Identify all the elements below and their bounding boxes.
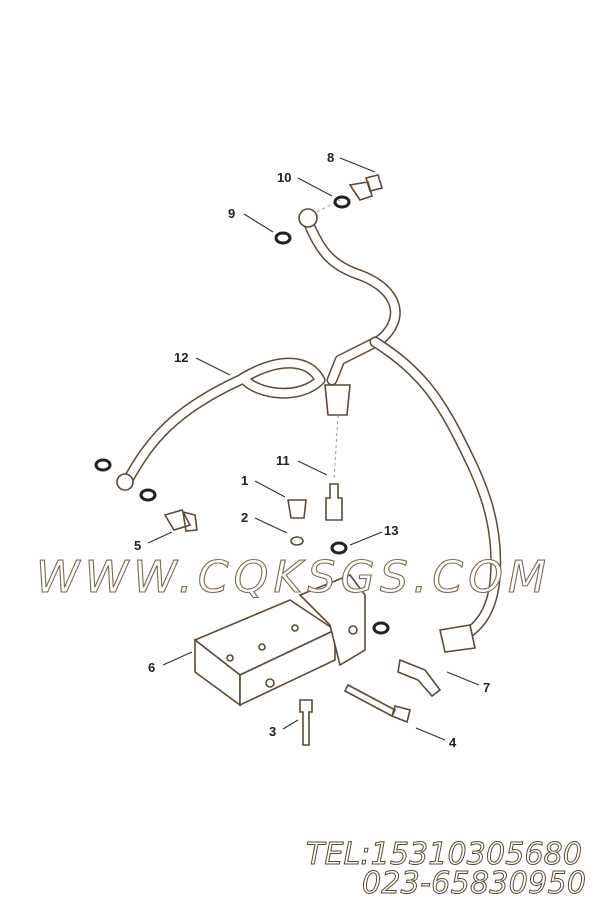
plug-1 xyxy=(287,499,307,519)
capscrew-4 xyxy=(343,683,411,724)
capscrew-3 xyxy=(299,699,313,746)
callout-5: 5 xyxy=(134,538,141,553)
callout-1: 1 xyxy=(241,473,248,488)
callout-11: 11 xyxy=(276,453,290,468)
sealing-ring-left-1 xyxy=(94,458,112,472)
callout-8: 8 xyxy=(327,150,334,165)
contact-tel: TEL:15310305680 xyxy=(306,837,582,872)
sensor-11 xyxy=(325,483,343,521)
pipe-fitting xyxy=(324,384,351,416)
callout-9: 9 xyxy=(228,206,235,221)
connector-7 xyxy=(397,658,442,698)
banjo-bolt-8 xyxy=(348,174,384,201)
sealing-ring-9 xyxy=(274,231,292,245)
washer-2 xyxy=(290,536,304,546)
watermark-text: WWW.CQKSGS.COM xyxy=(36,552,546,603)
callout-leaders xyxy=(147,157,480,741)
sealing-ring-left-2 xyxy=(139,488,157,502)
banjo-eye-top xyxy=(298,208,318,228)
contact-phone: 023-65830950 xyxy=(362,866,586,900)
callout-3: 3 xyxy=(269,724,276,739)
pipe-clamp xyxy=(439,624,476,653)
callout-6: 6 xyxy=(148,660,155,675)
callout-10: 10 xyxy=(277,170,291,185)
banjo-bolt-5 xyxy=(163,509,198,532)
callout-12: 12 xyxy=(174,350,188,365)
banjo-eye-left xyxy=(116,473,134,491)
sealing-ring-7 xyxy=(372,621,390,635)
callout-2: 2 xyxy=(241,510,248,525)
filter-head-6 xyxy=(193,574,366,707)
fuel-pipe-assembly xyxy=(116,208,502,653)
sealing-ring-13 xyxy=(330,541,348,555)
callout-13: 13 xyxy=(384,523,398,538)
callout-4: 4 xyxy=(449,735,457,750)
callout-7: 7 xyxy=(483,680,490,695)
sealing-ring-10 xyxy=(333,195,351,209)
